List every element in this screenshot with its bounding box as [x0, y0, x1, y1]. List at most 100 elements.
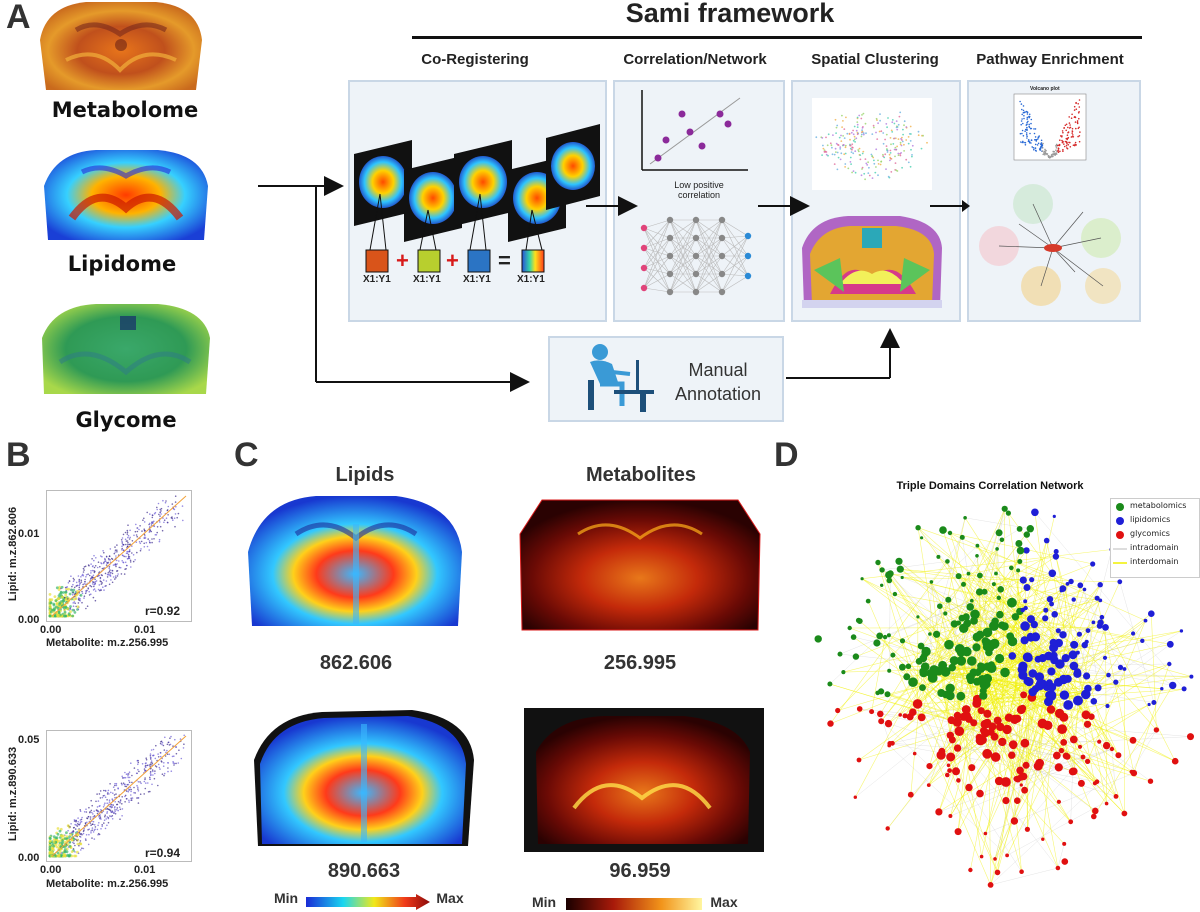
scatter-point: [71, 608, 75, 612]
volcano-point: [1039, 143, 1042, 145]
glycomics-node: [885, 826, 890, 831]
scatter-point: [120, 782, 123, 785]
slice-3: [454, 140, 512, 226]
scatter-point: [75, 581, 78, 584]
scatter-point: [138, 528, 140, 531]
scatter-point: [109, 815, 111, 817]
scatter-point: [144, 770, 146, 772]
lipidomics-node: [1074, 668, 1081, 676]
lipidomics-node: [1148, 610, 1155, 617]
scatter-point: [69, 610, 72, 614]
arrow-to-pathway: [930, 200, 970, 212]
metabolomics-node: [875, 559, 881, 566]
lipidomics-node: [1046, 691, 1057, 701]
scatter-point: [77, 608, 80, 611]
scatter-point: [142, 519, 144, 521]
volcano-point: [1065, 141, 1068, 144]
scatter-point: [98, 816, 100, 818]
scatter-point: [106, 562, 108, 564]
nn-node: [692, 288, 700, 296]
scatter-point: [96, 566, 99, 569]
scatter-point: [93, 829, 96, 831]
interdomain-edge: [1042, 583, 1068, 840]
lipidomics-node: [1073, 695, 1083, 706]
intradomain-edge: [1070, 739, 1074, 822]
scatter-point: [71, 594, 74, 596]
scatter-point: [115, 559, 118, 562]
glycomics-node: [970, 719, 978, 727]
interdomain-edge: [880, 573, 969, 715]
volcano-title: Volcano plot: [1030, 86, 1060, 92]
scatter-point: [124, 794, 127, 797]
metabolomics-node: [850, 634, 857, 640]
intradomain-edge: [1045, 598, 1098, 611]
scatter-point: [162, 499, 164, 502]
volcano-point: [1066, 147, 1068, 149]
lipidomics-node: [1094, 684, 1102, 692]
scatter-point: [157, 753, 159, 755]
umap-point: [910, 133, 912, 135]
lipidomics-node: [1055, 628, 1061, 634]
scatter-point: [129, 529, 131, 532]
volcano-point: [1037, 142, 1040, 145]
scatter-point: [148, 531, 151, 533]
scatter1-xtick-right: 0.01: [134, 624, 156, 636]
scatter-point: [88, 564, 90, 567]
scatter-point: [93, 824, 96, 826]
scatter-point: [97, 575, 100, 577]
scatter-point: [127, 534, 130, 537]
metabolomics-node: [1017, 559, 1023, 564]
lipidomics-node: [1094, 595, 1100, 601]
scatter-point: [121, 537, 124, 539]
scatter-point: [63, 608, 66, 612]
umap-point: [859, 154, 862, 156]
scatter-point: [151, 541, 153, 544]
scatter-point: [161, 529, 164, 532]
scatter-point: [111, 581, 114, 584]
glycomics-node: [953, 744, 962, 752]
scatter-point: [87, 843, 90, 846]
umap-point: [839, 158, 842, 161]
nn-node: [744, 272, 752, 280]
scatter-point: [145, 762, 147, 764]
volcano-point: [1078, 140, 1081, 143]
scatter-point: [74, 602, 76, 605]
scatter-point: [145, 757, 147, 759]
scatter-point: [79, 593, 83, 597]
scatter-point: [144, 787, 147, 790]
glycomics-node: [869, 709, 875, 715]
scatter-point: [82, 567, 85, 570]
scatter-point: [76, 842, 80, 846]
scatter-point: [116, 575, 119, 577]
umap-point: [821, 154, 823, 156]
lipidomics-node: [1097, 619, 1104, 626]
glycomics-node: [1057, 724, 1067, 734]
scatter-point: [121, 815, 123, 817]
scatter-point: [160, 740, 162, 743]
scatter-point: [139, 525, 141, 527]
metabolomics-node: [860, 577, 864, 581]
scatter-point: [158, 513, 160, 516]
scatter-point: [126, 529, 129, 532]
umap-point: [840, 152, 843, 155]
scatter1-ytick-top: 0.01: [18, 528, 40, 540]
scatter-point: [118, 566, 121, 569]
volcano-point: [1029, 141, 1031, 143]
metabolite-image-96: [524, 708, 764, 852]
scatter-point: [86, 589, 88, 592]
lipidomics-node: [1071, 597, 1076, 602]
metabolomics-node: [890, 652, 896, 658]
scatter-point: [74, 828, 77, 830]
scatter-point: [117, 787, 119, 789]
panel-label-a: A: [6, 0, 31, 36]
interdomain-edge: [961, 556, 1057, 619]
scatter-point: [88, 833, 90, 836]
lipidomics-node: [1147, 702, 1151, 707]
umap-point: [902, 133, 904, 136]
umap-point: [831, 146, 833, 149]
glycomics-node: [1097, 739, 1102, 744]
scatter-point: [152, 774, 154, 776]
scatter-point: [111, 572, 114, 575]
intradomain-edge: [1021, 739, 1074, 786]
scatter-point: [99, 576, 102, 579]
